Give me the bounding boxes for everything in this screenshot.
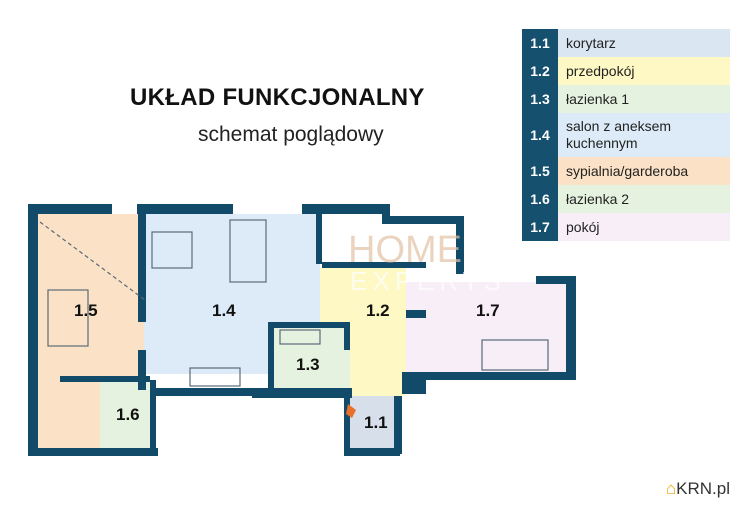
legend-label: łazienka 2 — [558, 185, 730, 213]
room-label-1-6: 1.6 — [116, 405, 140, 424]
room-1-7 — [406, 282, 566, 372]
legend-num: 1.5 — [522, 157, 558, 185]
walls — [28, 204, 576, 456]
room-label-1-7: 1.7 — [476, 301, 500, 320]
legend-label: łazienka 1 — [558, 85, 730, 113]
room-1-5 — [36, 214, 144, 380]
room-label-1-5: 1.5 — [74, 301, 98, 320]
krn-logo: ⌂KRN.pl — [665, 479, 730, 498]
room-1-5-wardrobe — [36, 380, 100, 452]
room-1-6 — [100, 380, 156, 450]
page-title: UKŁAD FUNKCJONALNY — [130, 84, 425, 111]
legend-num: 1.6 — [522, 185, 558, 213]
legend-num: 1.7 — [522, 213, 558, 241]
room-1-1 — [346, 396, 396, 448]
legend-label: salon z aneksem kuchennym — [558, 113, 730, 157]
room-label-1-4: 1.4 — [212, 301, 236, 320]
entrance-marker — [346, 404, 356, 418]
room-label-1-3: 1.3 — [296, 355, 320, 374]
watermark-experts: EXPERTS — [350, 266, 506, 296]
legend-label: przedpokój — [558, 57, 730, 85]
room-label-1-2: 1.2 — [366, 301, 390, 320]
furniture — [39, 219, 549, 387]
room-label-1-1: 1.1 — [364, 413, 388, 432]
legend-label: pokój — [558, 213, 730, 241]
legend-num: 1.4 — [522, 113, 558, 157]
legend-label: sypialnia/garderoba — [558, 157, 730, 185]
legend-num: 1.1 — [522, 29, 558, 57]
krn-logo-text: KRN.pl — [676, 479, 730, 498]
page-subtitle: schemat poglądowy — [198, 123, 384, 146]
legend-num: 1.3 — [522, 85, 558, 113]
room-1-3 — [272, 326, 350, 392]
legend-num: 1.2 — [522, 57, 558, 85]
watermark-home: HOME — [348, 229, 462, 271]
legend-label: korytarz — [558, 29, 730, 57]
